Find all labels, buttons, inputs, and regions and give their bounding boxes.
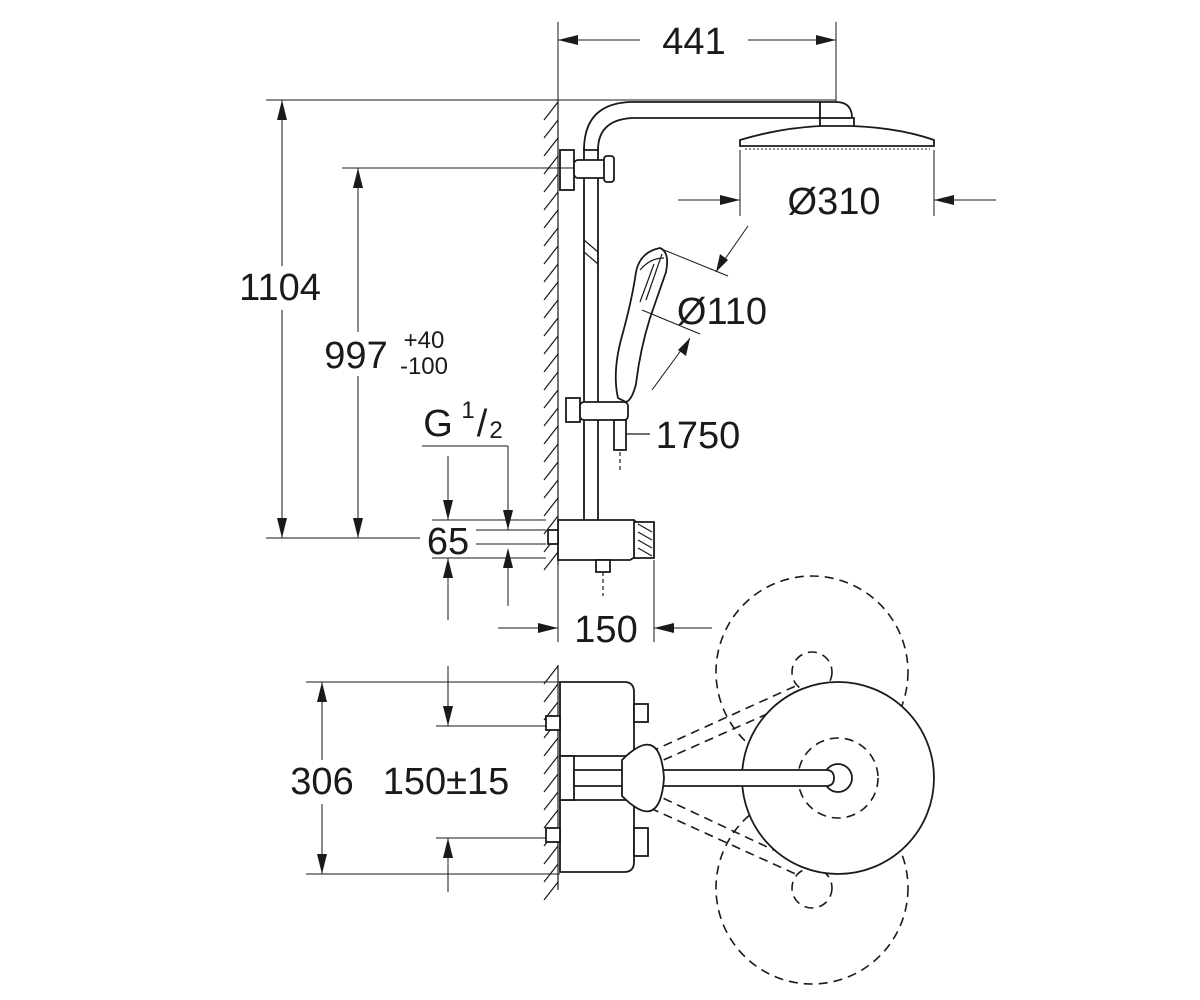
hatch-line (543, 407, 559, 427)
label-65: 65 (427, 521, 469, 563)
hatch-line (543, 173, 559, 193)
hatch-line (543, 515, 559, 535)
hatch-line (543, 245, 559, 265)
thermostat-icon (547, 519, 655, 596)
label-1750: 1750 (656, 415, 741, 457)
shower-head-icon (739, 117, 935, 150)
hatch-line (543, 791, 559, 811)
hatch-line (543, 809, 559, 829)
slider-bracket (565, 397, 650, 472)
hatch-line (543, 191, 559, 211)
label-head-diameter: Ø310 (788, 181, 881, 223)
label-thread-num: 1 (461, 397, 474, 424)
hatch-line (543, 425, 559, 445)
hatch-line (543, 845, 559, 865)
hatch-line (543, 209, 559, 229)
hatch-line (543, 863, 559, 883)
hatch-line (543, 551, 559, 571)
hatch-line (543, 371, 559, 391)
hatch-line (543, 155, 559, 175)
hatch-line (543, 227, 559, 247)
hatch-line (543, 353, 559, 373)
hatch-line (543, 263, 559, 283)
hand-shower-icon (614, 247, 669, 403)
label-150: 150 (574, 609, 637, 651)
hatch-line (543, 281, 559, 301)
dimension-lines (266, 22, 996, 892)
hatch-line (543, 773, 559, 793)
hatch-line (543, 389, 559, 409)
hatch-line (543, 101, 559, 121)
wall-top-view (543, 665, 559, 901)
label-tolerance-plus: +40 (404, 327, 445, 354)
label-997: 997 (324, 335, 387, 377)
hatch-line (543, 443, 559, 463)
shower-column (559, 101, 853, 523)
label-306: 306 (290, 761, 353, 803)
hatch-line (543, 479, 559, 499)
wall-hatch-icon (543, 100, 559, 571)
hatch-line (543, 119, 559, 139)
hatch-line (543, 461, 559, 481)
label-thread-den: 2 (489, 417, 502, 444)
label-thread-slash: / (477, 403, 488, 445)
hatch-line (543, 317, 559, 337)
label-thread-g: G (423, 403, 453, 445)
label-150-tolerance: 150±15 (383, 761, 510, 803)
hatch-line (543, 335, 559, 355)
hatch-line (543, 881, 559, 901)
hatch-line (543, 665, 559, 685)
hatch-line (543, 755, 559, 775)
hatch-line (543, 497, 559, 517)
hatch-line (543, 299, 559, 319)
hatch-line (543, 683, 559, 703)
thermostat-top-view (545, 681, 649, 873)
label-hand-diameter: Ø110 (677, 291, 767, 333)
label-1104: 1104 (239, 267, 321, 309)
label-tolerance-minus: -100 (400, 353, 448, 380)
hatch-line (543, 737, 559, 757)
label-441: 441 (662, 21, 725, 63)
head-top-view (573, 681, 935, 875)
hatch-line (543, 137, 559, 157)
